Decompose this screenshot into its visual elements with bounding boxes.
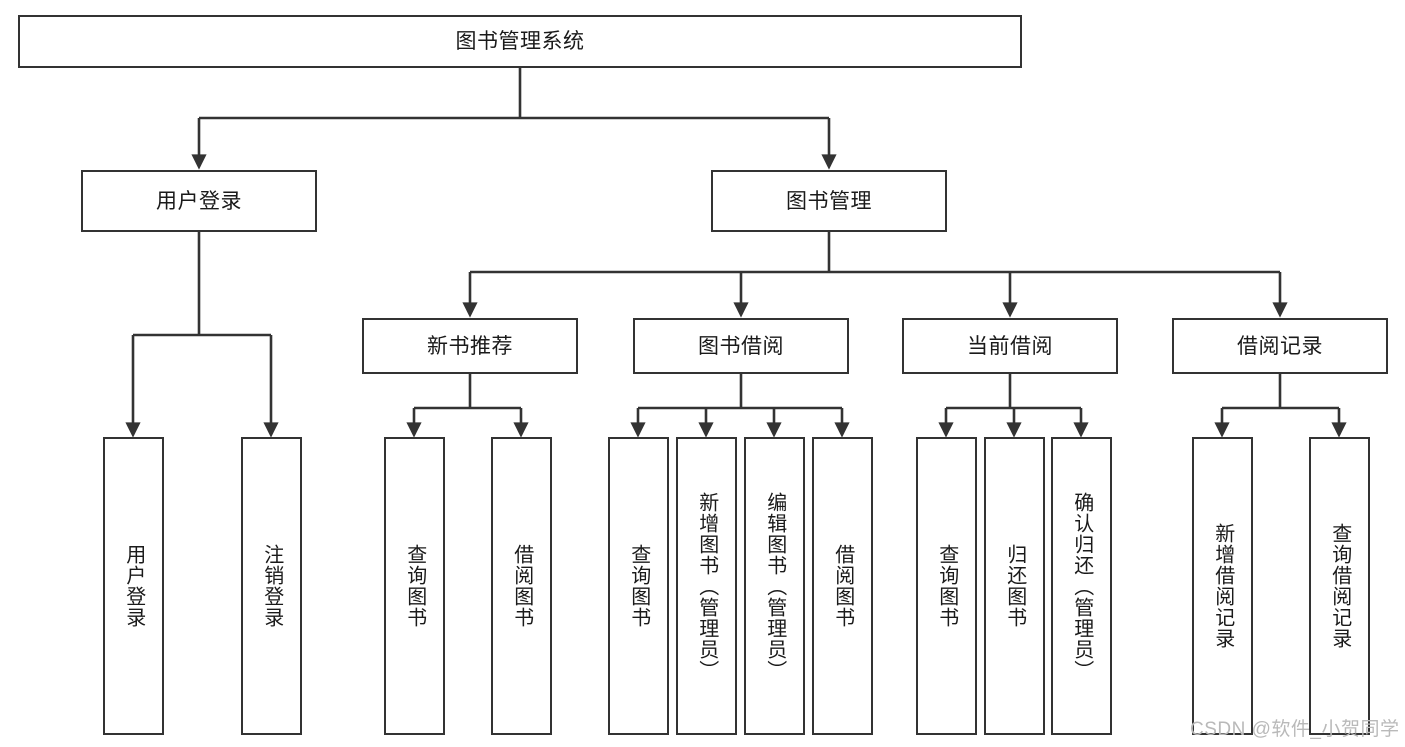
- node-leaf-label: 借阅图书: [510, 544, 533, 628]
- node-leaf-label: 借阅图书: [831, 544, 854, 628]
- node-leaf-label: 新增借阅记录: [1211, 523, 1234, 649]
- node-new-book[interactable]: 新书推荐: [362, 318, 578, 374]
- node-leaf-book-borrow-3[interactable]: 编辑图书（管理员）: [744, 437, 805, 735]
- node-leaf-user-login-1[interactable]: 用户登录: [103, 437, 164, 735]
- node-new-book-label: 新书推荐: [427, 334, 513, 358]
- node-borrow-record-label: 借阅记录: [1237, 334, 1323, 358]
- node-leaf-current-borrow-3[interactable]: 确认归还（管理员）: [1051, 437, 1112, 735]
- node-leaf-book-borrow-2[interactable]: 新增图书（管理员）: [676, 437, 737, 735]
- node-leaf-label: 用户登录: [122, 544, 145, 628]
- node-leaf-current-borrow-2[interactable]: 归还图书: [984, 437, 1045, 735]
- node-leaf-label: 新增图书（管理员）: [695, 491, 718, 681]
- node-book-manage[interactable]: 图书管理: [711, 170, 947, 232]
- node-leaf-book-borrow-1[interactable]: 查询图书: [608, 437, 669, 735]
- node-leaf-borrow-record-1[interactable]: 新增借阅记录: [1192, 437, 1253, 735]
- node-user-login[interactable]: 用户登录: [81, 170, 317, 232]
- node-root-label: 图书管理系统: [455, 30, 585, 53]
- node-current-borrow-label: 当前借阅: [967, 334, 1053, 358]
- node-root[interactable]: 图书管理系统: [18, 15, 1022, 68]
- node-user-login-label: 用户登录: [156, 189, 242, 213]
- node-leaf-new-book-2[interactable]: 借阅图书: [491, 437, 552, 735]
- node-leaf-borrow-record-2[interactable]: 查询借阅记录: [1309, 437, 1370, 735]
- node-book-manage-label: 图书管理: [786, 189, 872, 213]
- node-leaf-new-book-1[interactable]: 查询图书: [384, 437, 445, 735]
- node-leaf-current-borrow-1[interactable]: 查询图书: [916, 437, 977, 735]
- node-leaf-user-login-2[interactable]: 注销登录: [241, 437, 302, 735]
- node-borrow-record[interactable]: 借阅记录: [1172, 318, 1388, 374]
- node-leaf-label: 注销登录: [260, 544, 283, 628]
- node-leaf-label: 查询图书: [627, 544, 650, 628]
- node-leaf-label: 归还图书: [1003, 544, 1026, 628]
- node-leaf-book-borrow-4[interactable]: 借阅图书: [812, 437, 873, 735]
- node-current-borrow[interactable]: 当前借阅: [902, 318, 1118, 374]
- node-leaf-label: 编辑图书（管理员）: [763, 491, 786, 681]
- node-book-borrow[interactable]: 图书借阅: [633, 318, 849, 374]
- node-leaf-label: 确认归还（管理员）: [1070, 491, 1093, 681]
- node-leaf-label: 查询图书: [935, 544, 958, 628]
- node-book-borrow-label: 图书借阅: [698, 334, 784, 358]
- node-leaf-label: 查询借阅记录: [1328, 523, 1351, 649]
- node-leaf-label: 查询图书: [403, 544, 426, 628]
